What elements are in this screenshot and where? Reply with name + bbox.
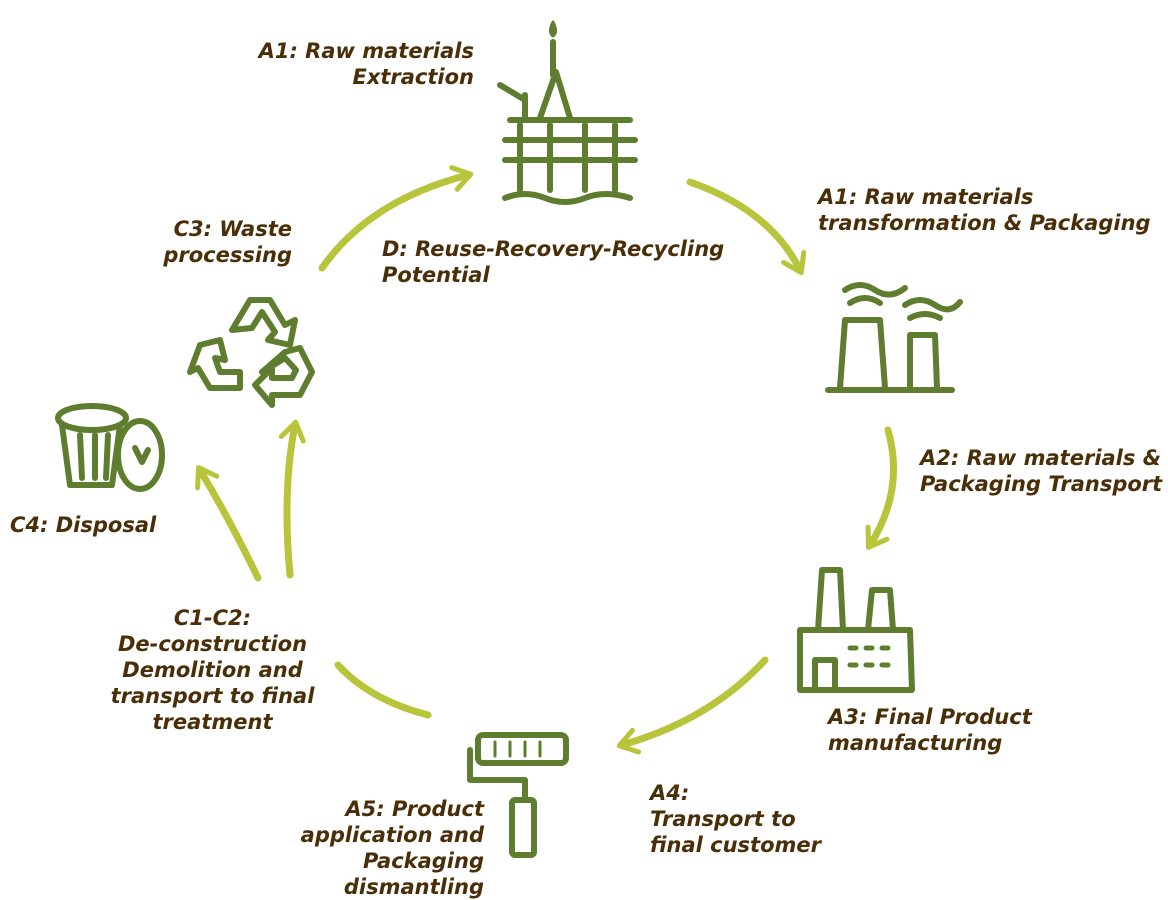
arrow-c3-to-a1 — [318, 165, 474, 272]
stage-d-reuse: D: Reuse-Recovery-Recycling Potential — [382, 237, 725, 287]
stage-a5-application: A5: Product application and Packaging di… — [300, 797, 484, 899]
oil-platform-icon — [497, 20, 638, 205]
stage-a1-transformation: A1: Raw materials transformation & Packa… — [818, 185, 1151, 235]
paint-roller-icon — [467, 732, 569, 858]
arrow-a3-to-a5 — [616, 656, 769, 755]
arrow-c1-to-c3 — [278, 419, 306, 579]
arrow-a1t-to-a3 — [865, 426, 898, 550]
arrow-a5-to-c1 — [334, 661, 432, 719]
stage-c3-waste: C3: Waste processing — [163, 217, 292, 267]
stage-c1-c2-deconstruction: C1-C2: De-construction Demolition and tr… — [110, 606, 315, 734]
stage-a1-extraction: A1: Raw materials Extraction — [258, 39, 474, 89]
factory-building-icon — [797, 567, 915, 693]
factory-chimneys-icon — [825, 282, 963, 393]
arrow-a1-to-a1t — [686, 178, 807, 276]
arrow-c1-to-c4 — [195, 465, 262, 582]
stage-a3-manufacturing: A3: Final Product manufacturing — [828, 705, 1032, 755]
trash-bin-icon — [55, 403, 165, 492]
stage-c4-disposal: C4: Disposal — [10, 513, 157, 537]
stage-a2-transport: A2: Raw materials & Packaging Transport — [920, 446, 1163, 496]
recycle-icon — [187, 297, 315, 408]
stage-a4-transport: A4: Transport to final customer — [650, 781, 822, 857]
